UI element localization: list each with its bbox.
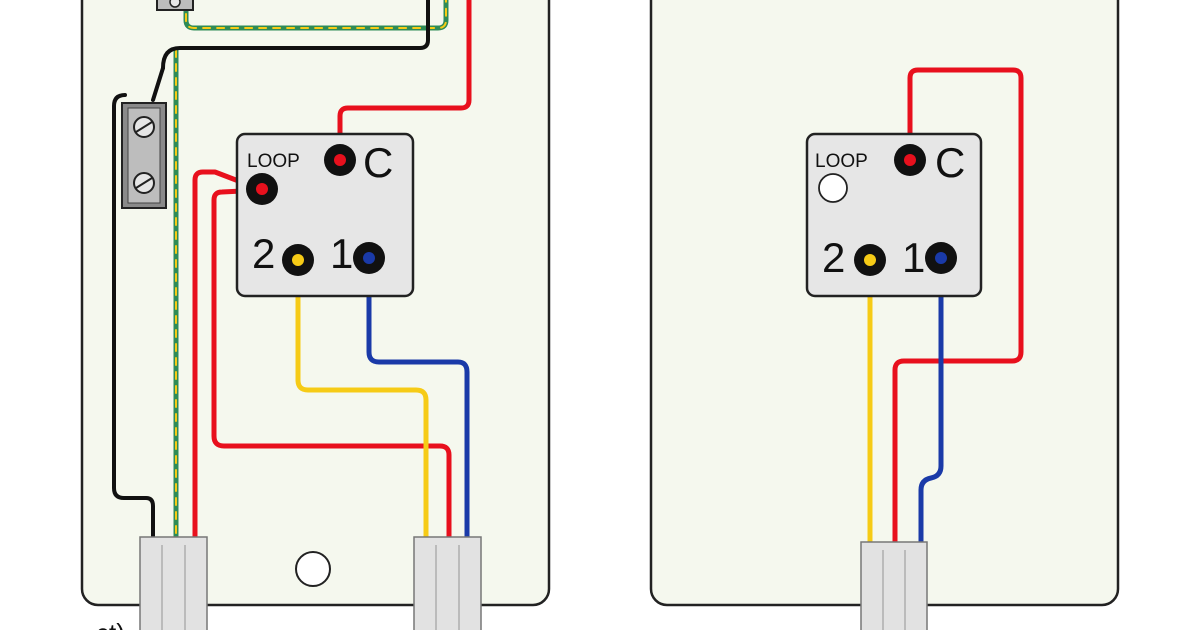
live-wire-loop-2 (211, 187, 452, 548)
left-l1-label: 1 (330, 230, 353, 277)
neutral-wire-to-block (151, 66, 165, 102)
left-back-box (80, 0, 551, 607)
corner-text: ct) (96, 618, 125, 630)
right-cable-entry (860, 541, 928, 630)
left-c-label: C (363, 139, 393, 186)
right-l1-label: 1 (902, 234, 925, 281)
right-l1-wire (918, 257, 944, 548)
left-cable-entry (139, 536, 208, 630)
right-wires (867, 67, 1024, 548)
live-wire-to-c (337, 0, 472, 161)
left-box-outline (80, 0, 551, 607)
connector-screw-top-slot (135, 121, 153, 133)
connector-screw-bottom-slot (135, 177, 153, 189)
neutral-wire-down (112, 93, 155, 547)
left-loop-label: LOOP (247, 151, 300, 172)
right-terminal-1-dot (935, 252, 947, 264)
neutral-wire-top (161, 0, 430, 70)
live-wire-loop-1 (192, 169, 265, 548)
left-l2-label: 2 (252, 230, 275, 277)
right-c-label: C (935, 139, 965, 186)
left-terminal-c-dot (334, 154, 346, 166)
left-terminal-1-dot (363, 252, 375, 264)
left-terminal-loop-dot (256, 183, 268, 195)
middle-cable-sheath (413, 536, 482, 630)
right-terminal-c-dot (904, 154, 916, 166)
l2-wire (295, 259, 429, 548)
right-loop-label: LOOP (815, 151, 868, 172)
middle-cable-entry (413, 536, 482, 630)
earth-terminal-screw (169, 0, 181, 8)
right-back-box (649, 0, 1120, 607)
right-box-outline (649, 0, 1120, 607)
right-terminal-loop-empty (818, 173, 848, 203)
earth-terminal (156, 0, 194, 11)
right-switch: LOOP C 2 1 (805, 132, 983, 298)
left-cable-sheath (139, 536, 208, 630)
l1-wire (366, 257, 470, 548)
right-l2-label: 2 (822, 234, 845, 281)
right-cable-sheath (860, 541, 928, 630)
connector-block (121, 102, 167, 209)
earth-wire-top-loop-stripe (185, 0, 447, 29)
left-box-mounting-hole (295, 551, 331, 587)
left-switch: LOOP C 2 1 (235, 132, 415, 298)
right-terminal-2-dot (864, 254, 876, 266)
left-wires (112, 0, 472, 548)
left-terminal-2-dot (292, 254, 304, 266)
right-live-wire (892, 67, 1024, 548)
